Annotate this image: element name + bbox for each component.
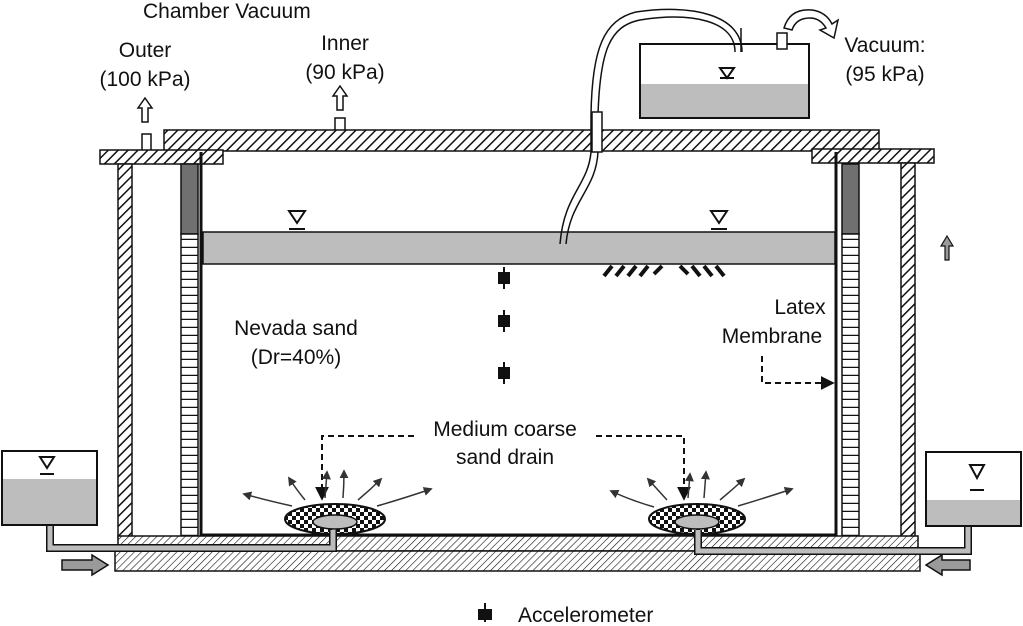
membrane-label-1: Latex (774, 296, 826, 319)
outer-label: Outer (119, 39, 172, 62)
vacuum-reservoir (639, 32, 810, 119)
base-plate-lower (114, 550, 921, 572)
membrane-right-dark (841, 163, 860, 235)
outer-pressure-label: (100 kPa) (99, 68, 190, 91)
water-level-left (287, 210, 307, 230)
inner-pressure-label: (90 kPa) (305, 61, 384, 84)
outer-wall-right (900, 162, 916, 539)
drain-pointer-left (315, 435, 414, 501)
membrane-label-2: Membrane (722, 325, 822, 348)
inflow-arrow-left (61, 553, 110, 577)
up-arrow-right (939, 234, 955, 261)
legend-accelerometer-label: Accelerometer (518, 604, 653, 626)
inner-label: Inner (321, 32, 369, 55)
accelerometer-2 (498, 310, 510, 332)
legend-accelerometer-icon (478, 603, 492, 622)
outer-port-arrow (136, 96, 154, 123)
water-level-right (709, 210, 729, 230)
vacuum-label: Vacuum: (844, 34, 925, 57)
reservoir-right (925, 451, 1022, 527)
inner-lid (163, 129, 880, 152)
reservoir-left (1, 450, 98, 526)
accelerometer-1 (498, 267, 510, 289)
sand-label: Nevada sand (234, 317, 358, 340)
outer-lid-right (811, 148, 935, 164)
water-layer (202, 231, 836, 265)
membrane-left-dark (180, 163, 199, 235)
accelerometer-3 (498, 362, 510, 384)
membrane-pointer (761, 356, 835, 390)
sand-drain-right (648, 503, 746, 535)
drain-label-1: Medium coarse (433, 418, 577, 441)
vacuum-pressure-label: (95 kPa) (845, 63, 924, 86)
seepage-arrows-right (609, 470, 794, 508)
sand-drain-left (284, 503, 386, 535)
drain-pointer-right (596, 435, 691, 501)
seepage-arrows-left (242, 469, 433, 507)
inner-port-arrow (331, 84, 349, 111)
vacuum-arrow (783, 9, 840, 40)
chamber-vacuum-label: Chamber Vacuum (143, 0, 311, 23)
sand-density-label: (Dr=40%) (251, 346, 341, 369)
drain-label-2: sand drain (456, 446, 554, 469)
tube-clamp (591, 111, 603, 153)
inflow-arrow-right (924, 553, 971, 577)
membrane-left (180, 233, 199, 537)
outer-wall-left (117, 163, 133, 539)
footing-marks (602, 264, 726, 278)
vacuum-tubes (559, 8, 743, 245)
outer-lid-left (99, 149, 224, 165)
membrane-right (841, 233, 860, 537)
